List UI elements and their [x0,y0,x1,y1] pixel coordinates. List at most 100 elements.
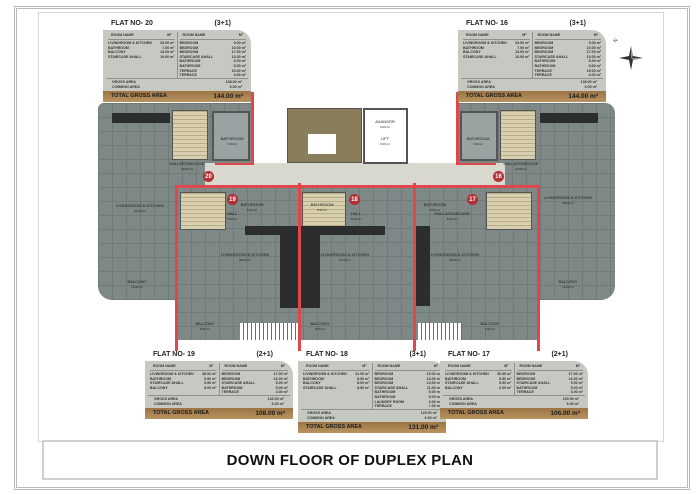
unit-number-16: 16 [493,171,504,182]
common-area-label: COMMON AREA [307,415,335,420]
room-label-name: BATHROOM [220,136,244,141]
room-label-name: HALL&STAIRCASE [169,161,205,166]
room-area: 33.00 m² [515,41,530,45]
room-label-area: 7.00 m² [226,141,238,146]
room-area: 7.00 m² [162,45,175,50]
room-area: 3.00 m² [428,399,441,404]
room-label-area: 7.00 m² [472,141,484,146]
flat-17-staircase [486,192,532,230]
room-area: 5.00 m² [275,385,288,390]
room-area: 15.00 m² [426,372,441,376]
room-area: 10.00 m² [515,54,530,59]
room-area: 8.00 m² [204,385,217,390]
room-name: BEDROOM [179,41,199,45]
unit-number-20: 20 [203,171,214,182]
gross-area-label: GROSS AREA [449,396,474,401]
room-name-header: ROOM NAME [111,33,134,37]
common-area-value: 6.00 m² [566,401,579,406]
gross-area-label: GROSS AREA [307,410,332,415]
flat-number: FLAT NO- 16 [466,20,508,27]
room-label-name: ASANSÖR [375,119,395,124]
area-unit-header: M² [280,364,285,368]
room-name-header: ROOM NAME [377,364,401,368]
total-label: TOTAL GROSS AREA [306,424,363,431]
room-area: 15.00 m² [586,68,601,73]
room-area: 10.00 m² [160,54,175,59]
room-area: 6.00 m² [588,59,601,64]
flat-number: FLAT NO- 17 [448,351,490,358]
flat-20-bathroom [212,111,250,161]
room-name: BEDROOM [221,372,241,376]
room-label-area: 3.00 m² [379,141,391,146]
north-arrow-icon [619,46,643,70]
room-name: BEDROOM [516,372,536,376]
room-area: 5.00 m² [570,385,583,390]
area-unit-header: M² [209,364,214,368]
title-box: DOWN FLOOR OF DUPLEX PLAN [42,440,658,480]
room-area: 33.00 m² [160,41,175,45]
room-name: BATHROOM [179,63,201,68]
flat-type: (3+1) [214,20,231,27]
room-row: BATHROOM 6.00 m² [535,59,602,64]
room-name: STAIRCASE &HALL [374,385,409,390]
room-area: 9.00 m² [588,41,601,45]
room-label-area: 8.50 m² [350,216,362,221]
room-name: BATHROOM [221,385,243,390]
room-name-header: ROOM NAME [537,33,561,37]
room-area: 5.50 m² [204,376,217,381]
room-name: BATHROOM [534,59,556,64]
room-label-area: 5.50 m² [446,216,458,221]
room-label-area: 10.00 m² [515,166,527,171]
room-area: 3.00 m² [233,73,246,78]
flat-18-staircase [302,192,346,230]
kitchen-island-right [416,226,430,306]
room-area: 17.00 m² [231,50,246,55]
room-label-area: 8.00 m² [314,326,326,331]
room-area: 5.00 m² [428,390,441,395]
room-area: 5.50 m² [204,381,217,386]
room-name-header: ROOM NAME [153,364,176,368]
total-value: 131.00 m² [408,423,438,431]
room-name: BEDROOM [179,45,199,50]
room-name: BEDROOM [534,50,554,55]
room-label-name: LIVINGROOM & KITCHEN [115,203,165,208]
room-area: 13.00 m² [160,50,175,55]
room-area: 10.00 m² [231,45,246,50]
room-area: 5.00 m² [570,381,583,386]
